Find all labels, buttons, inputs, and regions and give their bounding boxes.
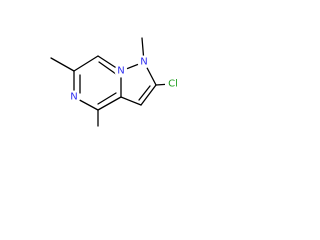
bond-double-c6-c5 <box>138 85 151 101</box>
atom-label-background <box>114 64 128 78</box>
nitrogen-atom-left: N <box>67 90 81 104</box>
nitrogen-label-methyl: N <box>140 57 147 68</box>
atom-label-background <box>165 77 180 91</box>
bond-c7a-c4a <box>97 96 122 111</box>
nitrogen-atom-top: N <box>114 64 128 78</box>
atom-label-background <box>137 55 151 69</box>
nitrogen-label-top: N <box>117 66 124 77</box>
bond-double-ctop-ntop <box>98 61 117 75</box>
chlorine-atom: Cl <box>165 77 180 91</box>
molecule-structure: N N N Cl <box>50 37 180 127</box>
bond-layer <box>50 37 172 127</box>
atom-label-background <box>67 90 81 104</box>
nitrogen-label-left: N <box>70 92 77 103</box>
chlorine-label: Cl <box>168 79 178 90</box>
bond-c6-c5 <box>140 84 157 106</box>
bond-ctop-methyl <box>50 57 75 72</box>
bond-double-c7a-c4a <box>97 92 117 105</box>
atom-layer: N N N Cl <box>67 55 180 104</box>
nitrogen-atom-methyl: N <box>137 55 151 69</box>
bond-nleft-ctop <box>73 55 99 72</box>
bond-c5-c4a <box>120 96 142 106</box>
